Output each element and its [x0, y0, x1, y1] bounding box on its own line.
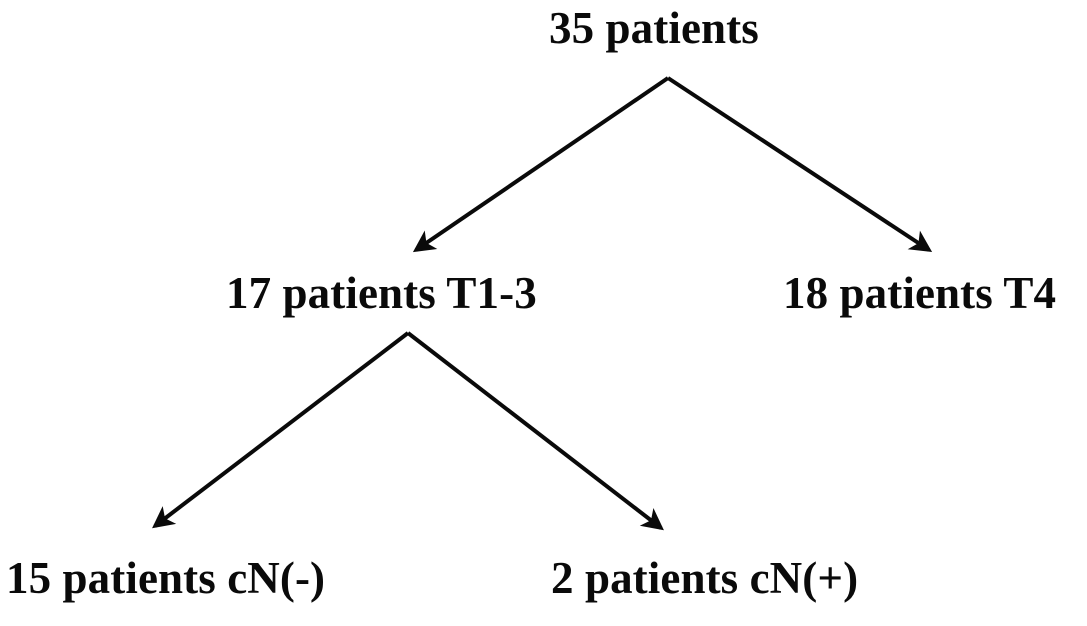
node-15-patients-cn-negative: 15 patients cN(-) [6, 553, 326, 603]
node-18-patients-t4: 18 patients T4 [783, 268, 1057, 318]
edge-t1-3-to-cn-positive [406, 331, 664, 531]
edge-root-to-t4 [666, 76, 933, 253]
node-17-patients-t1-3: 17 patients T1-3 [226, 268, 537, 318]
node-root-35-patients: 35 patients [549, 3, 759, 53]
edge-t1-3-to-cn-negative [152, 331, 410, 529]
edge-root-to-t1-3 [412, 76, 670, 253]
node-2-patients-cn-positive: 2 patients cN(+) [551, 553, 859, 603]
